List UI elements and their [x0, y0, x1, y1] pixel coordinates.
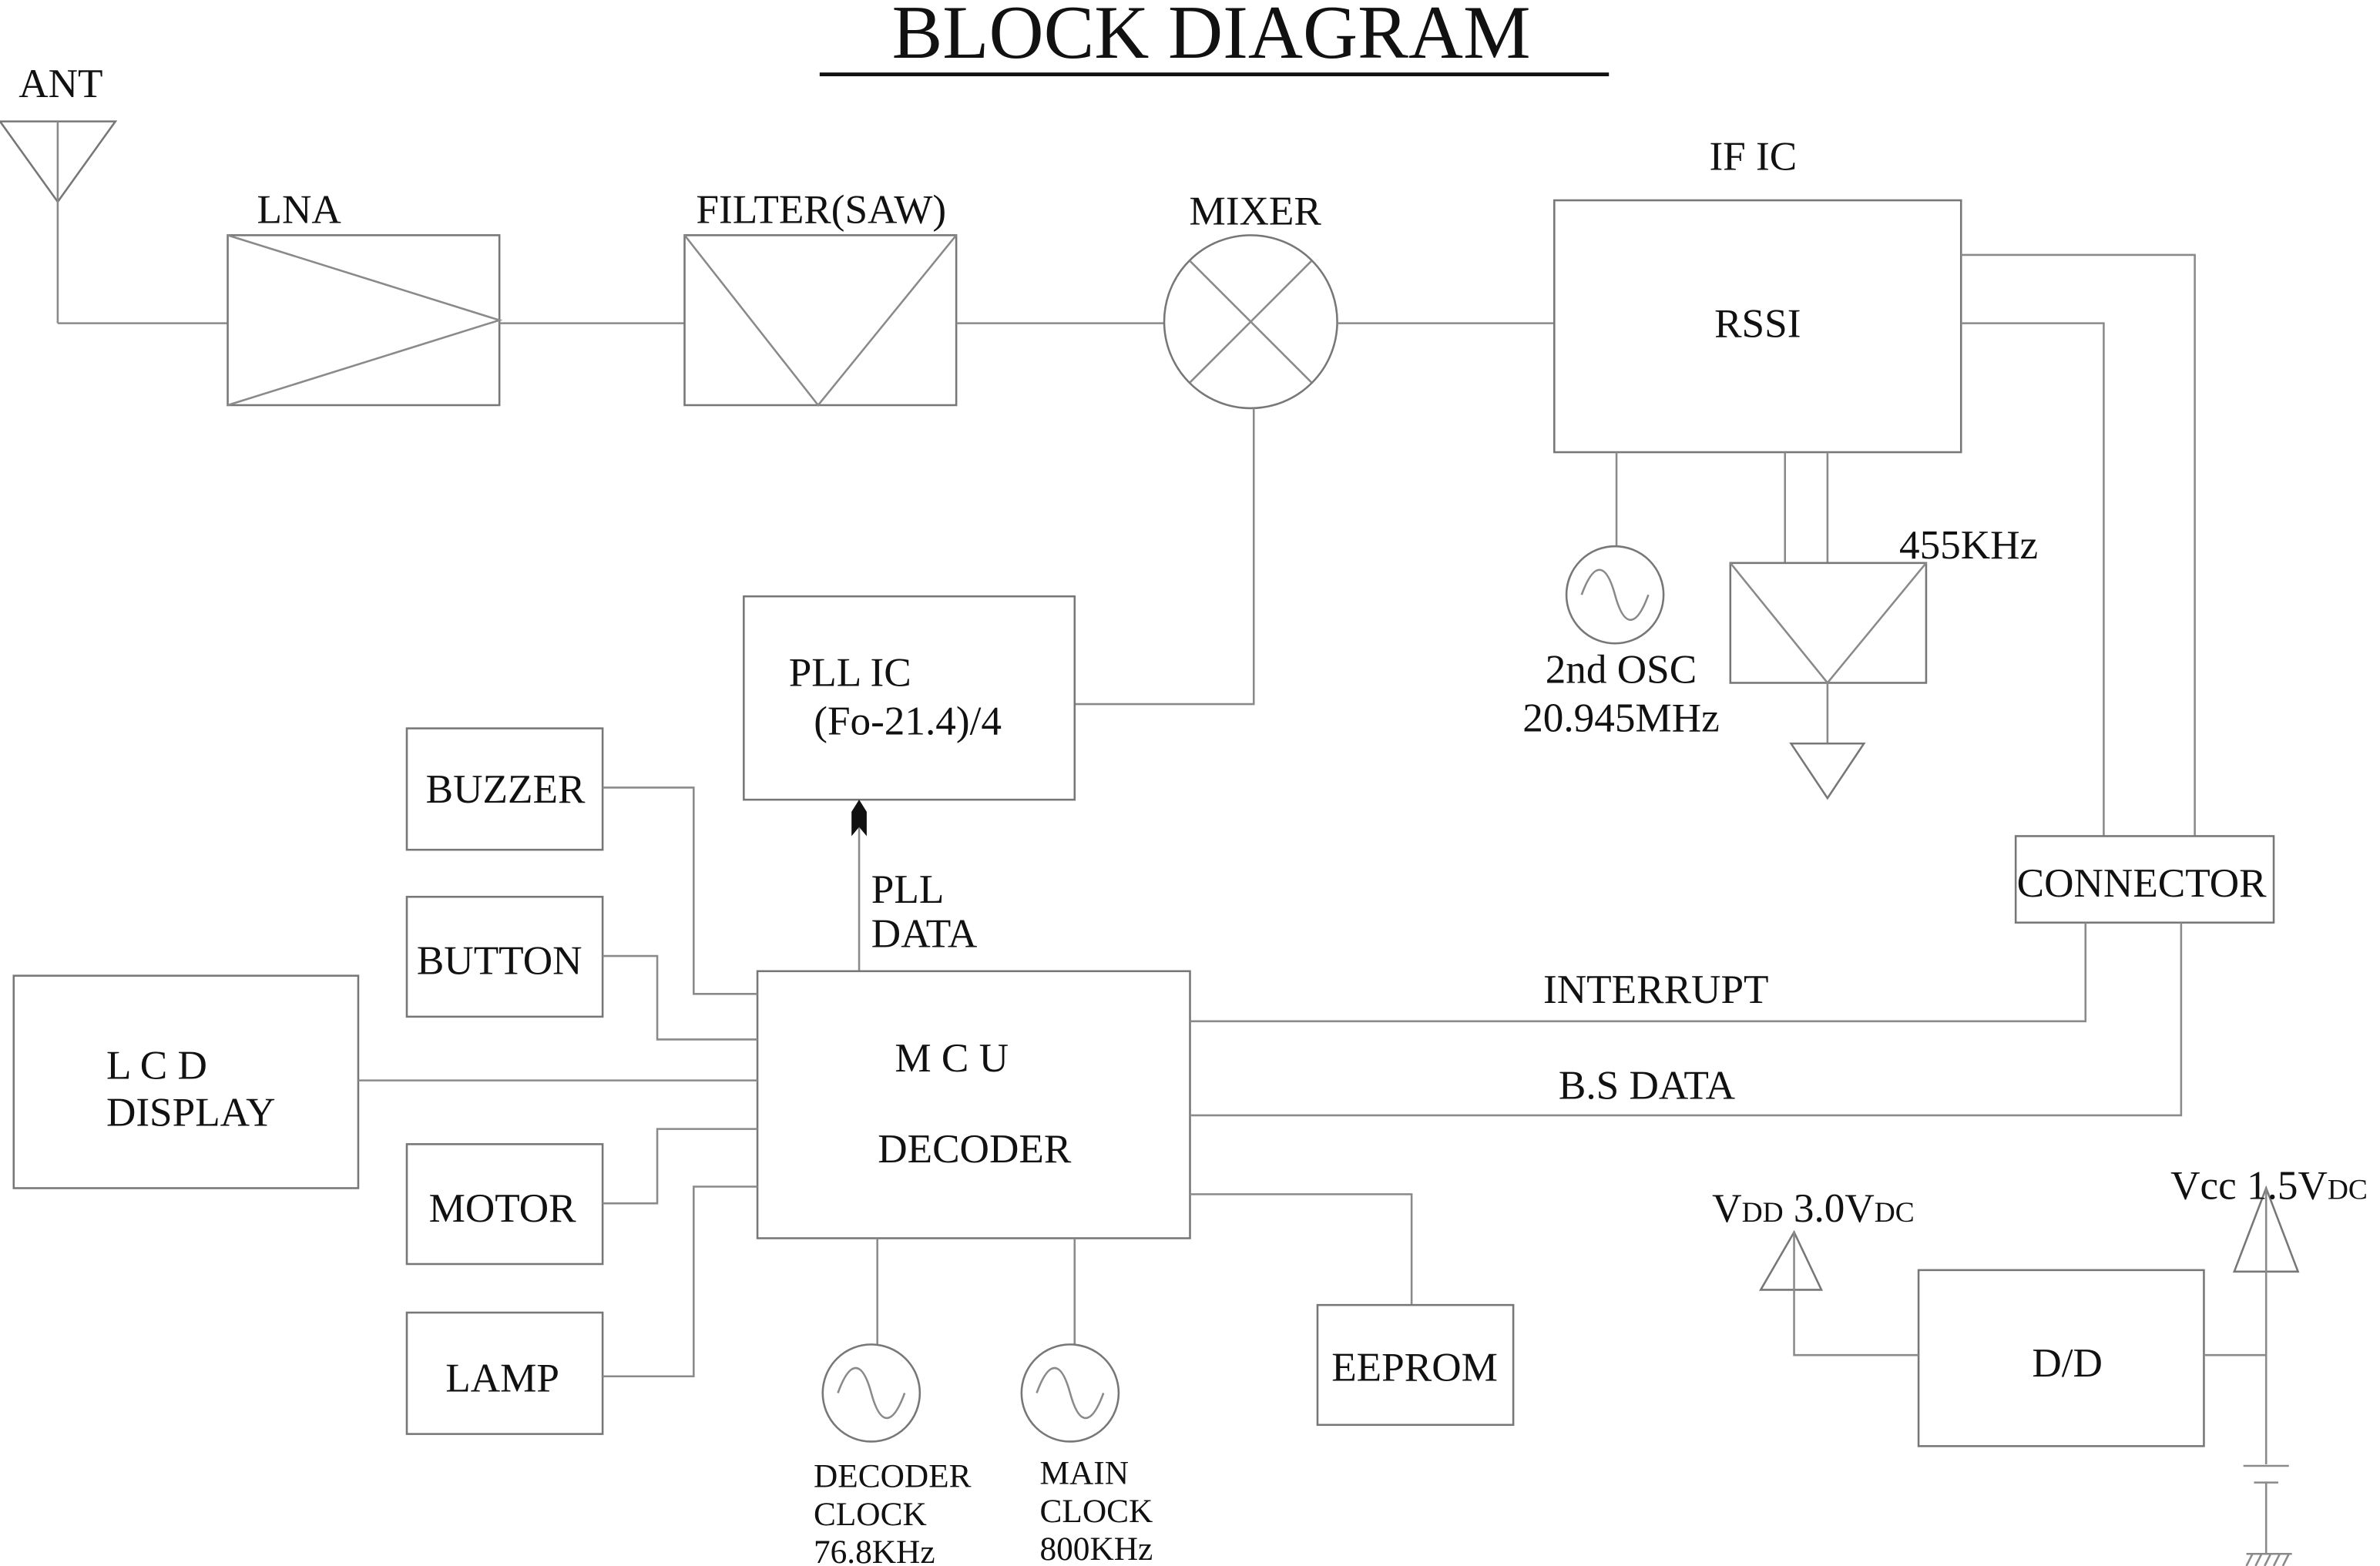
motor-block	[405, 1143, 604, 1266]
main-clock-label: MAIN	[1039, 1455, 1129, 1492]
wire	[1793, 1232, 1919, 1356]
dd-label: D/D	[2032, 1340, 2103, 1386]
ground-icon	[1789, 743, 1866, 800]
wire	[603, 954, 758, 1041]
ceramic-filter-label: 455KHz	[1899, 522, 2038, 568]
wire	[1961, 322, 2105, 837]
wire	[1961, 253, 2196, 837]
pll-ic-formula: (Fo-21.4)/4	[814, 698, 1002, 743]
main-clock-label-2: CLOCK	[1039, 1493, 1153, 1530]
if-ic-label: IF IC	[1709, 134, 1797, 179]
main-clock-frequency: 800KHz	[1039, 1531, 1153, 1566]
saw-filter-label: FILTER(SAW)	[696, 187, 946, 233]
decoder-clock-label-2: CLOCK	[814, 1496, 927, 1533]
lamp-label: LAMP	[445, 1355, 559, 1400]
oscillator-icon	[821, 1343, 921, 1443]
if-ic-block	[1553, 199, 1962, 454]
oscillator-icon	[1020, 1343, 1120, 1443]
bs-data-label: B.S DATA	[1559, 1062, 1736, 1108]
button-block	[405, 895, 604, 1018]
decoder-clock-label: DECODER	[814, 1458, 972, 1495]
connector-block	[2014, 835, 2275, 924]
bs-data-line	[1190, 922, 2183, 1117]
display-label: DISPLAY	[106, 1090, 276, 1135]
decoder-label: DECODER	[878, 1126, 1072, 1172]
eeprom-block	[1316, 1303, 1515, 1427]
vcc-label: Vcc 1.5VDC	[2170, 1162, 2368, 1208]
lamp-block	[405, 1311, 604, 1435]
pll-ic-label: PLL IC	[789, 649, 911, 695]
wire	[1074, 407, 1255, 706]
interrupt-line	[1190, 922, 2087, 1023]
mcu-block	[756, 970, 1191, 1239]
arrow-up-icon	[851, 800, 867, 837]
pll-data-label: PLL	[871, 867, 945, 912]
pll-data-label-2: DATA	[871, 910, 978, 956]
diagram-title: BLOCK DIAGRAM	[892, 0, 1531, 75]
antenna-icon	[0, 120, 118, 324]
buzzer-block	[405, 727, 604, 851]
motor-label: MOTOR	[429, 1185, 577, 1231]
lna-label: LNA	[257, 187, 341, 233]
wire	[603, 1185, 758, 1378]
battery-icon	[2243, 1464, 2289, 1554]
lcd-display-block	[12, 974, 360, 1189]
wire	[603, 786, 758, 995]
button-label: BUTTON	[417, 938, 582, 984]
wire	[1190, 1193, 1413, 1306]
eeprom-label: EEPROM	[1331, 1345, 1498, 1390]
ceramic-filter-block	[1729, 562, 1928, 685]
connector-label: CONNECTOR	[2017, 860, 2268, 906]
second-osc-frequency: 20.945MHz	[1522, 696, 1720, 741]
lcd-label: L C D	[106, 1043, 207, 1088]
interrupt-label: INTERRUPT	[1543, 967, 1768, 1012]
vdd-label: VDD 3.0VDC	[1712, 1185, 1915, 1231]
mcu-label: M C U	[895, 1035, 1009, 1081]
antenna-label: ANT	[18, 61, 102, 106]
mixer-label: MIXER	[1190, 189, 1322, 234]
decoder-clock-frequency: 76.8KHz	[814, 1534, 935, 1566]
wire	[603, 1128, 758, 1205]
rssi-label: RSSI	[1714, 300, 1801, 346]
dd-converter-block	[1917, 1269, 2205, 1447]
oscillator-icon	[1565, 545, 1665, 645]
buzzer-label: BUZZER	[426, 766, 586, 812]
lna-block	[227, 234, 503, 407]
second-osc-label: 2nd OSC	[1546, 646, 1697, 692]
ground-icon	[2245, 1552, 2292, 1566]
vdd-supply-icon	[1758, 1229, 1824, 1291]
pll-ic-block	[743, 595, 1076, 801]
saw-filter-block	[683, 234, 958, 407]
mixer-icon	[1163, 234, 1338, 410]
